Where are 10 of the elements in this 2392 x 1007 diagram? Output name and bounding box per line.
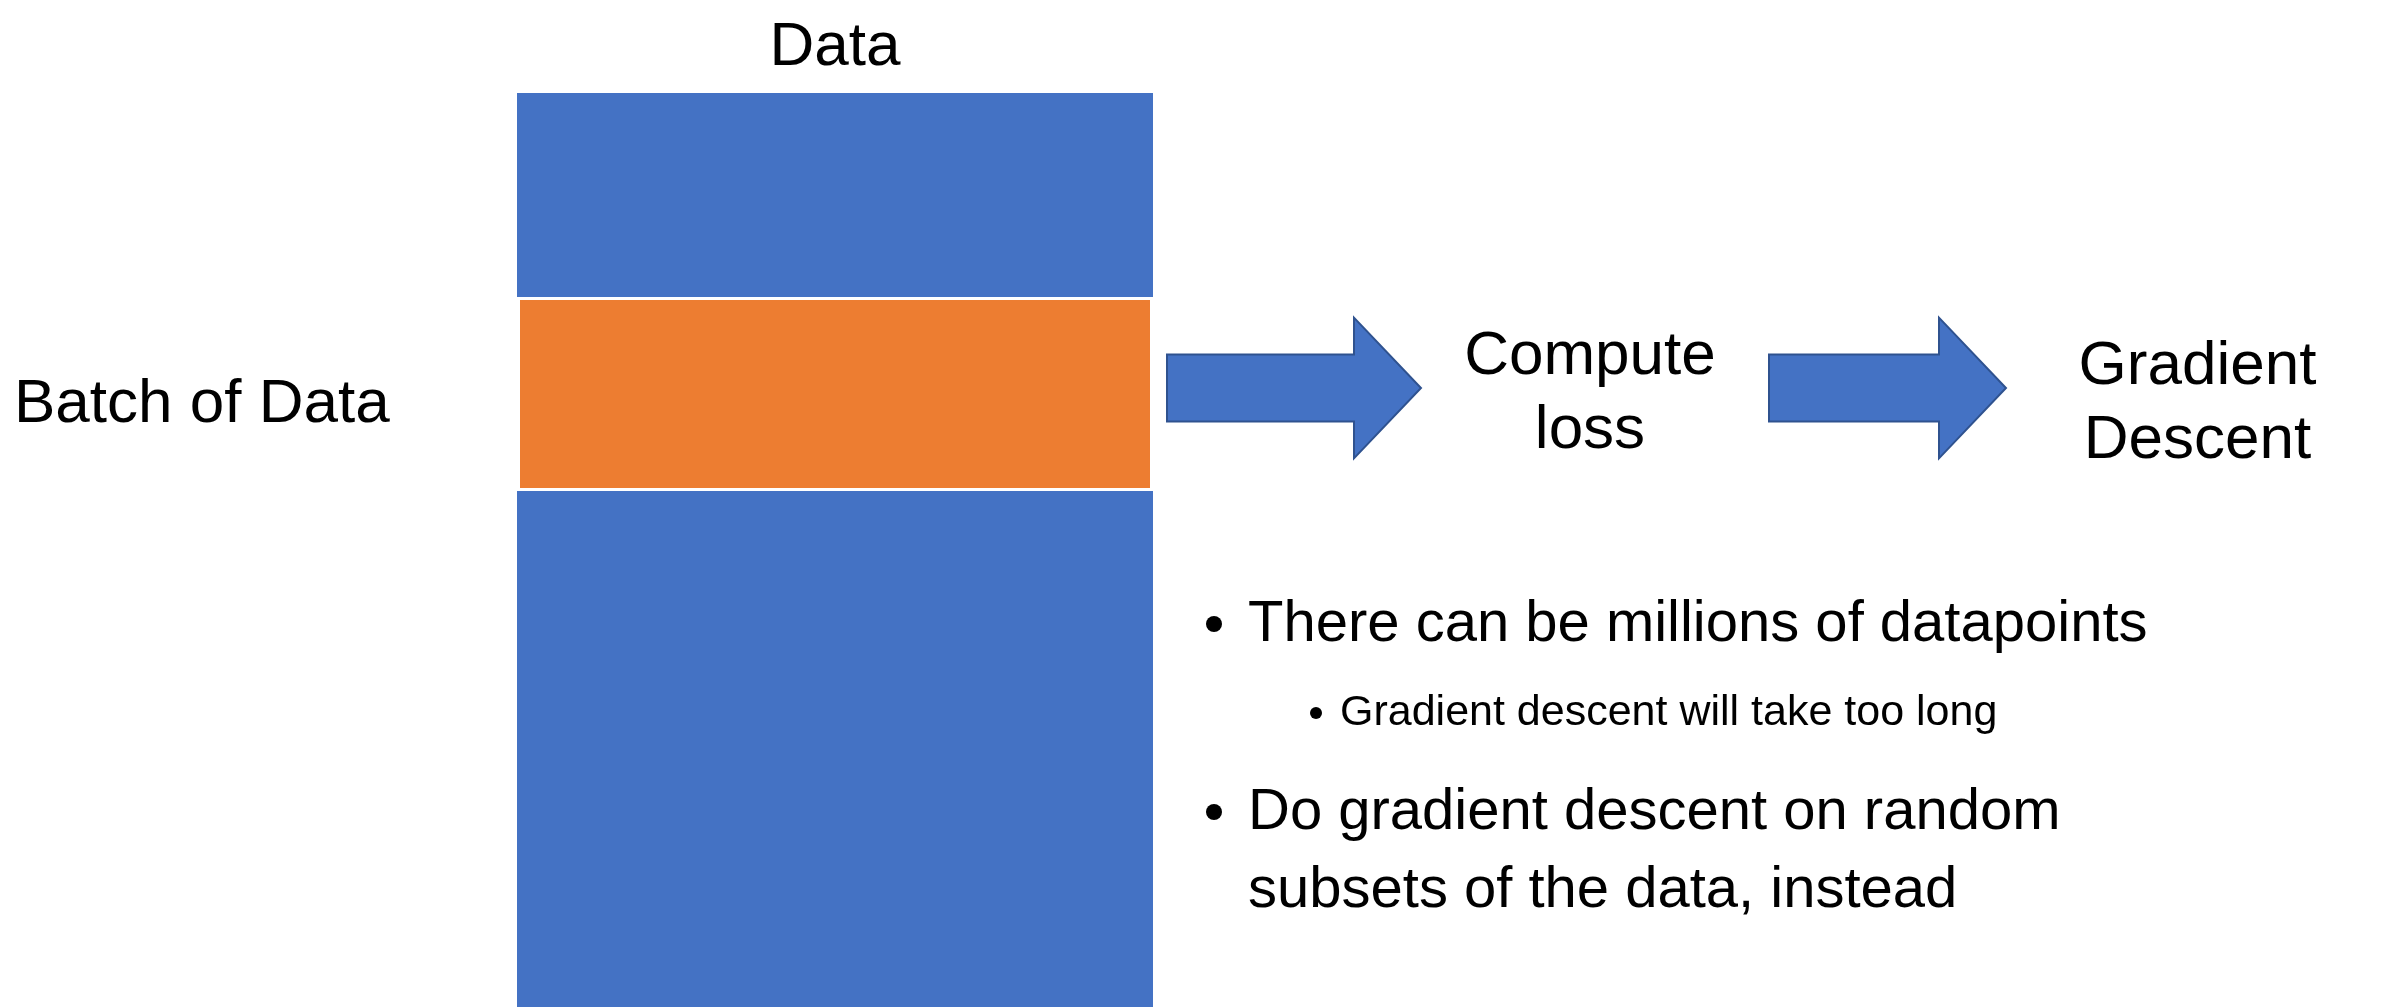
side-label: Batch of Data (14, 365, 390, 437)
bullet-text: Gradient descent will take too long (1340, 685, 1999, 736)
step-text: Gradient Descent (2077, 326, 2318, 473)
block-arrow (1768, 315, 2008, 461)
column-heading: Data (768, 8, 902, 80)
bullet-text: Do gradient descent on random subsets of the data, instead (1248, 775, 2062, 922)
block-arrow (1166, 315, 1423, 461)
batch-band (517, 297, 1153, 491)
bullet-text: There can be millions of datapoints (1248, 587, 2149, 655)
step-text: Compute loss (1463, 316, 1717, 463)
